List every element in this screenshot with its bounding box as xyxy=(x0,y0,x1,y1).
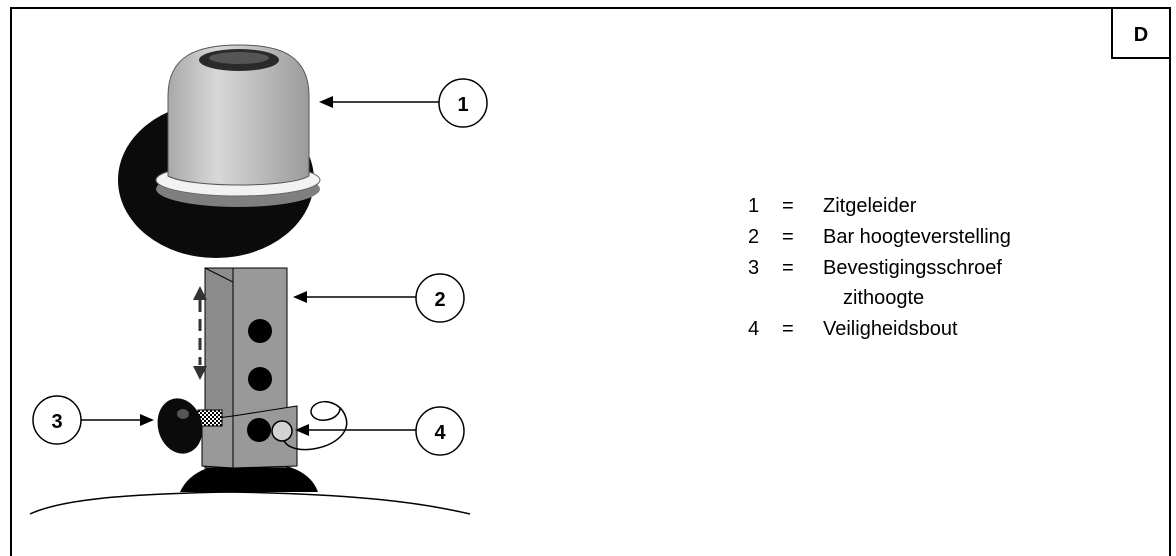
legend-text: Bar hoogteverstelling xyxy=(823,226,1011,248)
callout-number: 3 xyxy=(51,411,62,433)
legend-equals: = xyxy=(782,226,794,248)
legend-item: 2 = Bar hoogteverstelling xyxy=(748,226,1011,248)
seat-base-outline xyxy=(29,491,471,515)
height-hole xyxy=(248,367,272,391)
safety-bolt-cord xyxy=(283,400,348,451)
callout-number: 1 xyxy=(457,94,468,116)
legend-equals: = xyxy=(782,318,794,340)
legend-number: 1 xyxy=(748,195,759,217)
clamp-hole xyxy=(247,418,271,442)
legend-equals: = xyxy=(782,195,794,217)
section-letter: D xyxy=(1134,24,1148,46)
callout-2: 2 xyxy=(293,273,465,323)
legend-equals: = xyxy=(782,257,794,279)
legend-item: 4 = Veiligheidsbout xyxy=(748,318,958,340)
legend-text: Bevestigingsschroef xyxy=(823,257,1002,279)
legend-item: 1 = Zitgeleider xyxy=(748,195,917,217)
safety-bolt xyxy=(271,420,293,442)
legend-text: Zitgeleider xyxy=(823,195,917,217)
base-mount xyxy=(180,462,318,492)
height-adjust-arrow xyxy=(193,286,207,380)
legend-text-continued: zithoogte xyxy=(843,287,924,309)
adjusting-screw-knob xyxy=(157,398,203,454)
legend-number: 3 xyxy=(748,257,759,279)
height-hole xyxy=(248,319,272,343)
legend-number: 2 xyxy=(748,226,759,248)
callout-4: 4 xyxy=(295,406,465,456)
callout-number: 4 xyxy=(434,422,446,444)
seat-post-illustration xyxy=(29,44,471,515)
seat-guide-cap xyxy=(167,44,310,186)
legend-text: Veiligheidsbout xyxy=(823,318,958,340)
legend-item: 3 = Bevestigingsschroef zithoogte xyxy=(748,257,1002,309)
section-label-box: D xyxy=(1111,7,1171,59)
legend: 1 = Zitgeleider 2 = Bar hoogteverstellin… xyxy=(748,195,1011,340)
callout-1: 1 xyxy=(319,78,488,128)
callout-3: 3 xyxy=(32,395,154,445)
frame-border xyxy=(10,7,1171,556)
callout-number: 2 xyxy=(434,289,445,311)
legend-number: 4 xyxy=(748,318,759,340)
